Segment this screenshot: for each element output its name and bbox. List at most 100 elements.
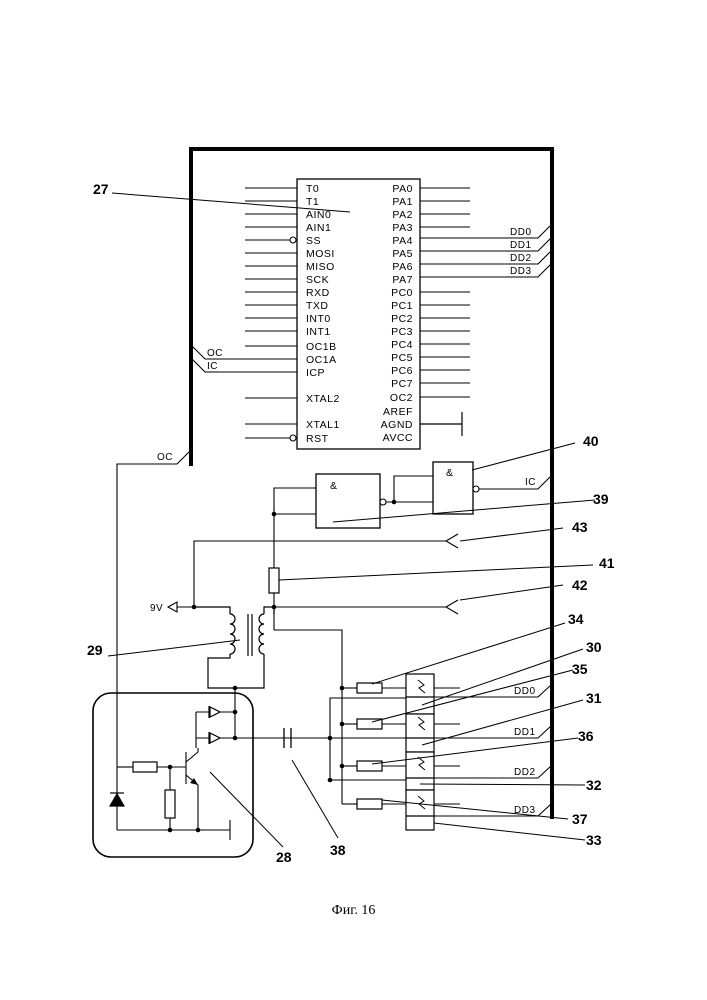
mcu-pin-label-int0: INT0 (306, 313, 331, 325)
junction-block-ground (168, 828, 173, 833)
optocoupler-31 (406, 714, 434, 752)
agnd-ground (420, 412, 462, 436)
mcu-pin-label-miso: MISO (306, 261, 335, 273)
diode-pair (209, 706, 220, 744)
ref-37: 37 (572, 811, 588, 827)
resistor-34 (357, 683, 382, 693)
transformer-29 (194, 607, 274, 688)
mcu-pin-label-pc1: PC1 (391, 300, 413, 312)
mcu-pin-label-pa6: PA6 (392, 261, 413, 273)
mcu-pin-label-int1: INT1 (306, 326, 331, 338)
junction-block-res (168, 765, 173, 770)
mcu-pin-label-icp: ICP (306, 367, 325, 379)
junction-r36 (340, 764, 345, 769)
junction-cap-bus (328, 736, 333, 741)
mcu-pin-label-xtal2: XTAL2 (306, 393, 340, 405)
mcu-pin-label-oc1b: OC1B (306, 341, 337, 353)
signal-dd1-bottom: DD1 (514, 727, 536, 738)
signal-dd1-top: DD1 (510, 240, 532, 251)
mcu-pin-label-sck: SCK (306, 274, 329, 286)
ref-27: 27 (93, 181, 109, 197)
mcu-pin-label-pc4: PC4 (391, 339, 413, 351)
signal-dd0-bottom: DD0 (514, 686, 536, 697)
gate-39-label: & (330, 480, 338, 492)
mcu-pin-label-ain1: AIN1 (306, 222, 331, 234)
mcu-pin-label-ss: SS (306, 235, 321, 247)
mcu-pin-label-agnd: AGND (381, 419, 413, 431)
block-28-diode (110, 793, 124, 806)
mcu-pin-label-pc5: PC5 (391, 352, 413, 364)
supply-9v-arrow (168, 602, 194, 612)
ref-39: 39 (593, 491, 609, 507)
signal-oc-bottom: OC (157, 452, 173, 463)
mcu-pin-label-pa3: PA3 (392, 222, 413, 234)
signal-ic-gate: IC (525, 477, 536, 488)
ref-31: 31 (586, 690, 602, 706)
mcu-pin-label-avcc: AVCC (383, 432, 413, 444)
mcu-pin-label-rxd: RXD (306, 287, 330, 299)
ref-29: 29 (87, 642, 103, 658)
ss-pin-bubble (290, 237, 296, 243)
mcu-pin-label-rst: RST (306, 433, 329, 445)
mcu-pin-label-pa5: PA5 (392, 248, 413, 260)
junction-diode-bottom (233, 736, 238, 741)
signal-oc-top: OC (207, 348, 223, 359)
signal-dd2-bottom: DD2 (514, 767, 536, 778)
ref-38: 38 (330, 842, 346, 858)
mcu-pin-label-pc0: PC0 (391, 287, 413, 299)
signal-dd0-top: DD0 (510, 227, 532, 238)
junction-block-emitter (196, 828, 201, 833)
ref-42: 42 (572, 577, 588, 593)
ref-34: 34 (568, 611, 584, 627)
signal-ic-top: IC (207, 361, 218, 372)
mcu-pin-label-mosi: MOSI (306, 248, 335, 260)
mcu-pin-label-ain0: AIN0 (306, 209, 331, 221)
opto-bus-wiring (330, 688, 406, 804)
block-28-resistor-v (165, 790, 175, 818)
mcu-pin-label-t0: T0 (306, 183, 319, 195)
mcu-pin-label-txd: TXD (306, 300, 329, 312)
optocoupler-30 (406, 674, 434, 714)
ref-40: 40 (583, 433, 599, 449)
junction-gate-link (392, 500, 397, 505)
mcu-pin-label-pc6: PC6 (391, 365, 413, 377)
mcu-pin-label-aref: AREF (383, 406, 413, 418)
resistor-36 (357, 761, 382, 771)
rst-pin-bubble (290, 435, 296, 441)
mcu-pin-label-pa4: PA4 (392, 235, 413, 247)
signal-dd2-top: DD2 (510, 253, 532, 264)
ref-33: 33 (586, 832, 602, 848)
block-28-resistor-h (133, 762, 157, 772)
gate-40-output-bubble (473, 486, 479, 492)
figure-caption: Фиг. 16 (0, 903, 707, 919)
and-gate-39 (316, 474, 386, 528)
dd-output-lines (434, 685, 551, 816)
mcu-pin-label-t1: T1 (306, 196, 319, 208)
junction-diode-top (233, 710, 238, 715)
optocoupler-33 (406, 790, 434, 830)
mcu-pin-label-pc7: PC7 (391, 378, 413, 390)
resistor-37 (357, 799, 382, 809)
ref-43: 43 (572, 519, 588, 535)
signal-dd3-top: DD3 (510, 266, 532, 277)
microcontroller-27: T0T1AIN0AIN1SSMOSIMISOSCKRXDTXDINT0INT1O… (245, 179, 470, 449)
junction-gate-inputs (272, 512, 277, 517)
mcu-pin-label-pc2: PC2 (391, 313, 413, 325)
mcu-pin-label-pa2: PA2 (392, 209, 413, 221)
optocoupler-stack (406, 674, 434, 830)
ref-41: 41 (599, 555, 615, 571)
mcu-pin-label-pa7: PA7 (392, 274, 413, 286)
junction-bus-mid (328, 778, 333, 783)
ref-32: 32 (586, 777, 602, 793)
junction-transformer-out (233, 686, 238, 691)
junction-r34 (340, 686, 345, 691)
mcu-pin-label-oc2: OC2 (390, 392, 413, 404)
mcu-pin-label-pa1: PA1 (392, 196, 413, 208)
mcu-pin-label-xtal1: XTAL1 (306, 419, 340, 431)
ref-36: 36 (578, 728, 594, 744)
junction-r35 (340, 722, 345, 727)
mcu-pin-label-pa0: PA0 (392, 183, 413, 195)
resistor-41 (269, 568, 279, 593)
ref-28: 28 (276, 849, 292, 865)
